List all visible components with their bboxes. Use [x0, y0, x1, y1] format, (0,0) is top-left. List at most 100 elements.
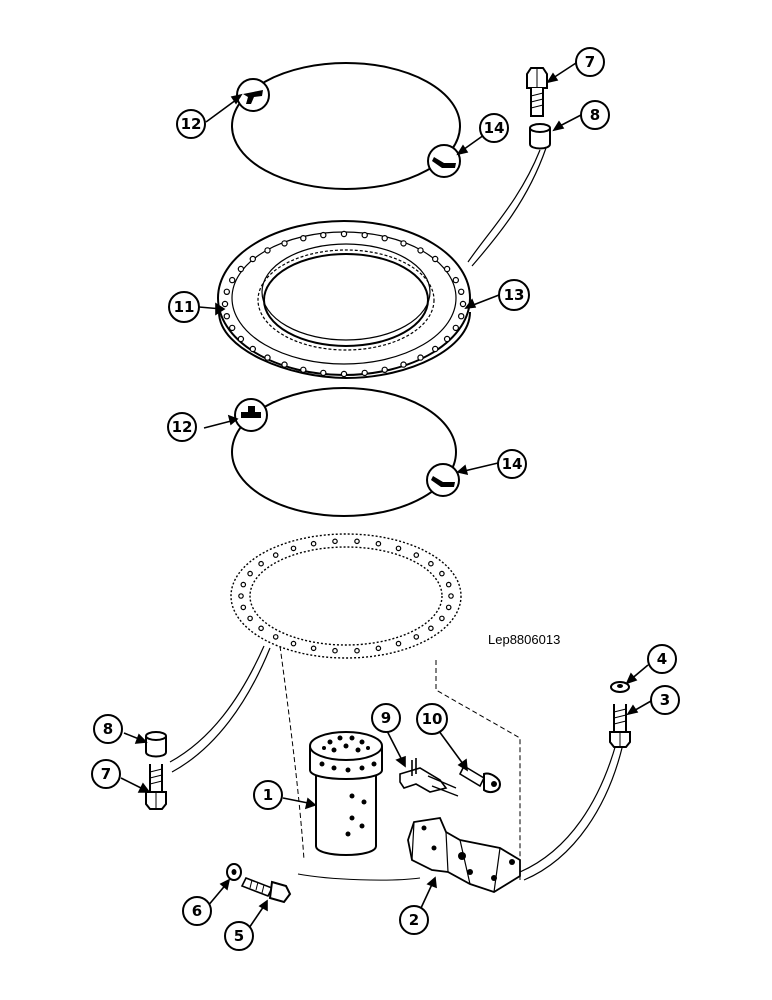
bolt-hole	[354, 647, 360, 654]
bolt-hole	[310, 540, 317, 547]
svg-text:4: 4	[657, 650, 667, 668]
callout-8-left: 8	[93, 714, 123, 744]
bolt-hole	[320, 231, 327, 239]
svg-text:5: 5	[234, 927, 244, 945]
bolt-hole	[281, 361, 288, 368]
svg-text:7: 7	[101, 765, 111, 783]
clip	[399, 758, 459, 797]
svg-text:13: 13	[504, 286, 525, 304]
callout-10: 10	[416, 703, 448, 735]
bolt-hole	[300, 234, 307, 242]
bolt-hole	[340, 370, 348, 378]
bolt-hole	[249, 255, 256, 263]
bolt-hole	[439, 570, 445, 577]
bolt-hole	[413, 634, 420, 640]
bolt-hole	[381, 366, 388, 373]
bolt-hole	[238, 593, 244, 599]
svg-text:14: 14	[484, 119, 505, 137]
bolt-hole	[375, 540, 382, 547]
bolt-hole	[290, 545, 297, 552]
bolt-hole	[452, 324, 459, 332]
bolt-hole	[247, 615, 253, 622]
bolt-hole	[272, 552, 279, 558]
bolt-hole	[459, 300, 467, 308]
seal-profile-icon-bottom-left	[234, 398, 268, 432]
bolt-left	[145, 764, 167, 810]
bolt-hole	[240, 604, 247, 611]
bolt-hole	[221, 300, 229, 308]
seal-profile-icon-bottom-right	[426, 463, 460, 497]
bolt-hole	[445, 604, 452, 611]
slewing-ring	[217, 220, 471, 380]
bolt-hole	[240, 581, 247, 588]
bolt-hole	[417, 354, 424, 361]
spacer-top-right	[529, 123, 551, 150]
leader-curve-left	[169, 645, 265, 763]
bolt-hole	[458, 288, 465, 295]
bolt-hole	[281, 240, 288, 247]
bolt-hole	[381, 234, 388, 242]
callout-14-bottom: 14	[497, 449, 527, 479]
bolt-hole	[445, 581, 452, 588]
seal-ring-top	[231, 62, 461, 190]
bolt-hole	[258, 625, 264, 632]
bolt-hole	[448, 593, 454, 599]
bracket	[407, 817, 521, 893]
svg-text:8: 8	[103, 720, 113, 738]
callout-14-top: 14	[479, 113, 509, 143]
bolt-hole	[290, 640, 297, 647]
callout-13: 13	[498, 279, 530, 311]
svg-text:7: 7	[585, 53, 595, 71]
callout-1: 1	[253, 780, 283, 810]
callout-3: 3	[650, 685, 680, 715]
bolt-hole	[413, 552, 420, 558]
bolt-hole	[428, 625, 434, 632]
bolt-hole	[228, 324, 236, 332]
leader-curve-right	[519, 743, 617, 873]
bolt-hole	[223, 313, 230, 320]
callout-12-bottom: 12	[167, 412, 197, 442]
bolt-hole	[310, 645, 317, 652]
reference-code: Lep8806013	[488, 632, 560, 647]
bolt-hole	[361, 231, 368, 239]
callout-6: 6	[182, 896, 212, 926]
bolt-hole	[443, 335, 451, 343]
svg-text:1: 1	[263, 786, 273, 804]
bolt-hole	[458, 313, 465, 320]
bolt-hole	[361, 369, 368, 377]
mounting-flange	[230, 533, 462, 659]
bolt-hole	[237, 335, 245, 343]
bolt-hole	[264, 354, 271, 361]
svg-text:14: 14	[502, 455, 523, 473]
bolt-hole	[237, 265, 245, 273]
bolt-hole	[332, 647, 338, 654]
bolt-hole	[452, 276, 459, 284]
bolt-hole	[439, 615, 445, 622]
bolt-hole	[395, 640, 402, 647]
bolt-hole	[400, 240, 407, 247]
spacer-left	[145, 731, 167, 758]
bolt-hole	[432, 345, 439, 353]
seal-profile-icon-top-right	[427, 144, 461, 178]
bolt-hole	[228, 276, 236, 284]
callout-2: 2	[399, 905, 429, 935]
frame-base-line	[297, 873, 421, 881]
bolt-hole	[258, 560, 264, 567]
bolt-hole	[395, 545, 402, 552]
bolt-hole	[320, 369, 327, 377]
bolt-small	[240, 876, 292, 904]
seal-ring-bottom	[231, 387, 457, 517]
bolt-hole	[432, 255, 439, 263]
seal-profile-icon-top-left	[236, 78, 270, 112]
svg-text:2: 2	[409, 911, 419, 929]
rotary-joint	[309, 731, 383, 856]
svg-text:6: 6	[192, 902, 202, 920]
svg-text:3: 3	[660, 691, 670, 709]
bolt-hole	[443, 265, 451, 273]
svg-text:9: 9	[381, 709, 391, 727]
bolt-top-right	[526, 67, 548, 117]
callout-12-top: 12	[176, 109, 206, 139]
callout-7-top: 7	[575, 47, 605, 77]
callout-7-left: 7	[91, 759, 121, 789]
